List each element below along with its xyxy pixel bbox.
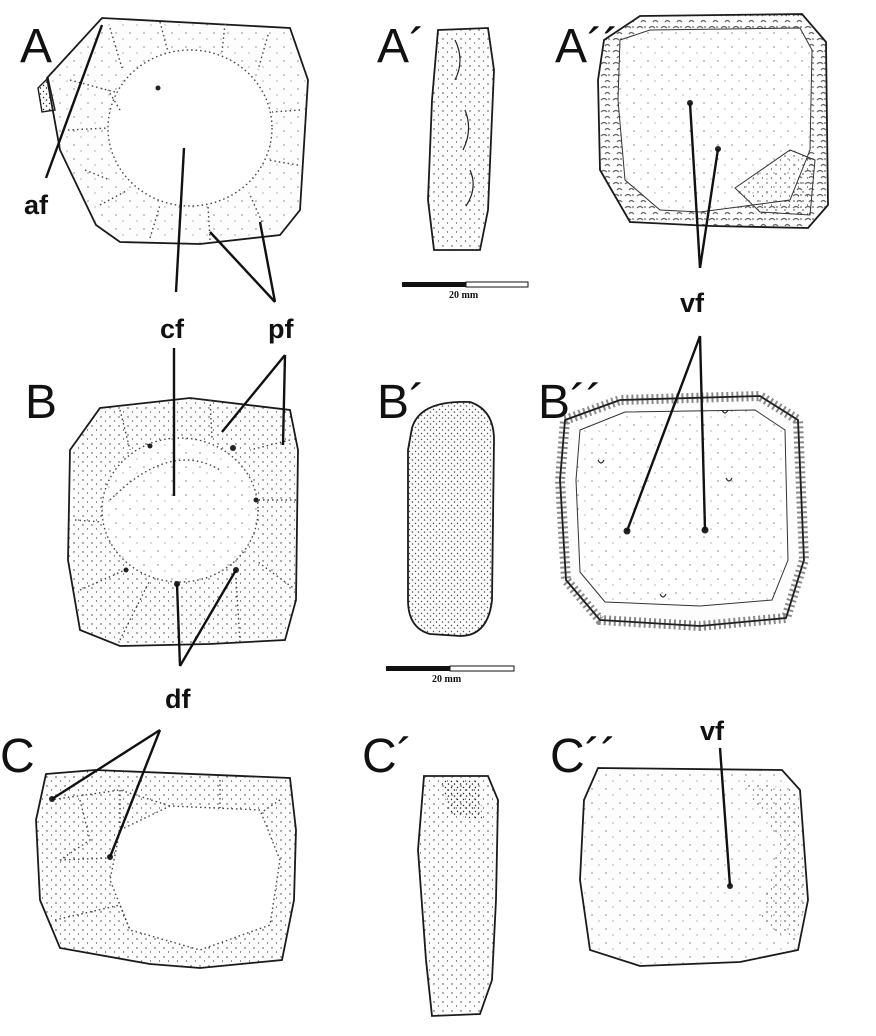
label-af: af [24,190,49,220]
leader-lines [44,24,732,887]
scale-bar-top-label: 20 mm [449,290,479,301]
scale-bar-middle: 20 mm [386,665,515,685]
scale-bar-top: 20 mm [402,281,529,301]
osteoderm-B-ventral [554,390,810,632]
label-pf: pf [268,314,294,344]
panel-label-A: A [20,20,52,73]
osteoderm-C-ventral [579,767,809,967]
panel-label-C: C [0,730,35,783]
label-vf-top: vf [680,288,705,318]
panel-label-B-prime: B´ [377,376,425,429]
scale-bar-middle-label: 20 mm [432,674,462,685]
osteoderm-A-lateral [427,27,495,251]
panel-label-C-double-prime: C´´ [550,730,617,783]
label-df: df [165,684,191,714]
label-vf-c: vf [700,716,725,746]
panel-label-B-double-prime: B´´ [538,376,602,429]
label-cf: cf [160,314,185,344]
osteoderm-B-lateral [407,401,495,637]
panel-label-C-prime: C´ [362,730,413,783]
osteoderm-B-dorsal [67,397,299,647]
panel-label-B: B [25,376,57,429]
panel-label-A-prime: A´ [377,20,425,73]
osteoderm-A-dorsal [37,17,309,245]
panel-label-A-double-prime: A´´ [555,20,619,73]
osteoderm-A-ventral [597,13,829,229]
osteoderm-C-dorsal [35,769,297,969]
osteoderm-C-lateral [417,775,499,1017]
